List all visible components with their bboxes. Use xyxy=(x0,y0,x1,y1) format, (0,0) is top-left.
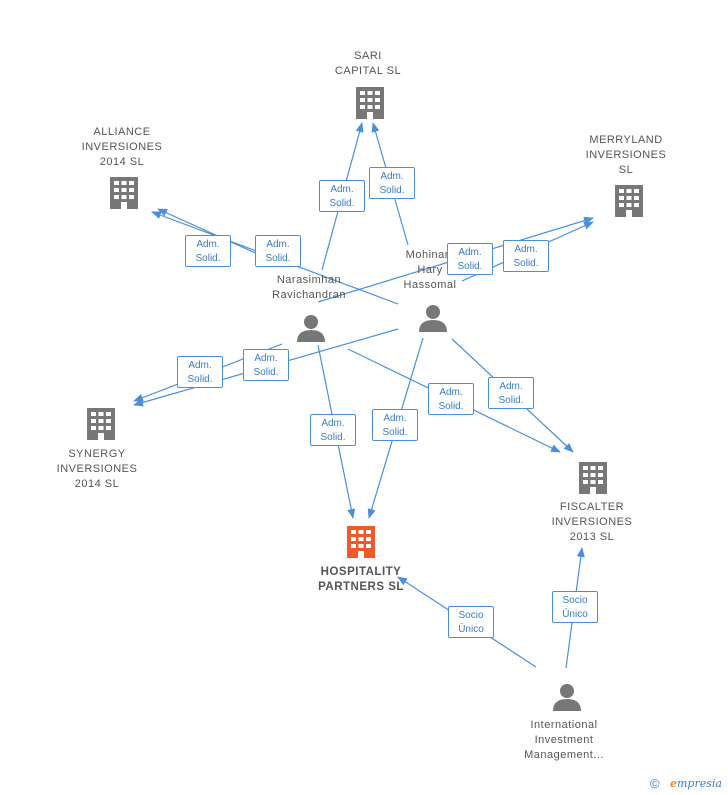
person-icon-mohinani xyxy=(419,305,447,332)
person-icon-international xyxy=(553,684,581,711)
edge-label-mohinani-alliance[interactable]: Adm.Solid. xyxy=(255,235,301,267)
node-label-mohinani[interactable]: Mohinani Hary Hassomal xyxy=(403,249,457,291)
building-icon-sari xyxy=(356,87,384,119)
edge-label-mohinani-fiscalter[interactable]: Adm.Solid. xyxy=(488,377,534,409)
copyright-icon: © xyxy=(650,776,660,791)
edge-label-narasimhan-synergy[interactable]: Adm.Solid. xyxy=(177,356,223,388)
edge-label-narasimhan-hospitality[interactable]: Adm.Solid. xyxy=(310,414,356,446)
node-label-narasimhan[interactable]: Narasimhan Ravichandran xyxy=(272,274,346,301)
building-icon-merryland xyxy=(615,185,643,217)
edge-label-narasimhan-merryland[interactable]: Adm.Solid. xyxy=(447,243,493,275)
edge-label-mohinani-merryland[interactable]: Adm.Solid. xyxy=(503,240,549,272)
node-label-merryland[interactable]: MERRYLAND INVERSIONES SL xyxy=(585,134,667,176)
node-label-fiscalter[interactable]: FISCALTER INVERSIONES 2013 SL xyxy=(551,501,633,543)
node-label-international[interactable]: International Investment Management... xyxy=(524,719,604,761)
node-label-hospitality[interactable]: HOSPITALITY PARTNERS SL xyxy=(318,566,404,593)
node-label-sari[interactable]: SARI CAPITAL SL xyxy=(334,50,402,77)
building-icon-hospitality xyxy=(347,526,375,558)
brand-logo[interactable]: empresia xyxy=(670,777,722,790)
edge-label-narasimhan-sari[interactable]: Adm.Solid. xyxy=(319,180,365,212)
edge-label-narasimhan-fiscalter[interactable]: Adm.Solid. xyxy=(428,383,474,415)
person-icon-narasimhan xyxy=(297,315,325,342)
building-icon-fiscalter xyxy=(579,462,607,494)
node-label-synergy[interactable]: SYNERGY INVERSIONES 2014 SL xyxy=(56,448,138,490)
node-label-alliance[interactable]: ALLIANCE INVERSIONES 2014 SL xyxy=(81,126,163,168)
edge-label-mohinani-sari[interactable]: Adm.Solid. xyxy=(369,167,415,199)
building-icon-synergy xyxy=(87,408,115,440)
edge-label-narasimhan-alliance[interactable]: Adm.Solid. xyxy=(185,235,231,267)
edge-label-mohinani-hospitality[interactable]: Adm.Solid. xyxy=(372,409,418,441)
building-icon-alliance xyxy=(110,177,138,209)
edge-label-mohinani-synergy[interactable]: Adm.Solid. xyxy=(243,349,289,381)
